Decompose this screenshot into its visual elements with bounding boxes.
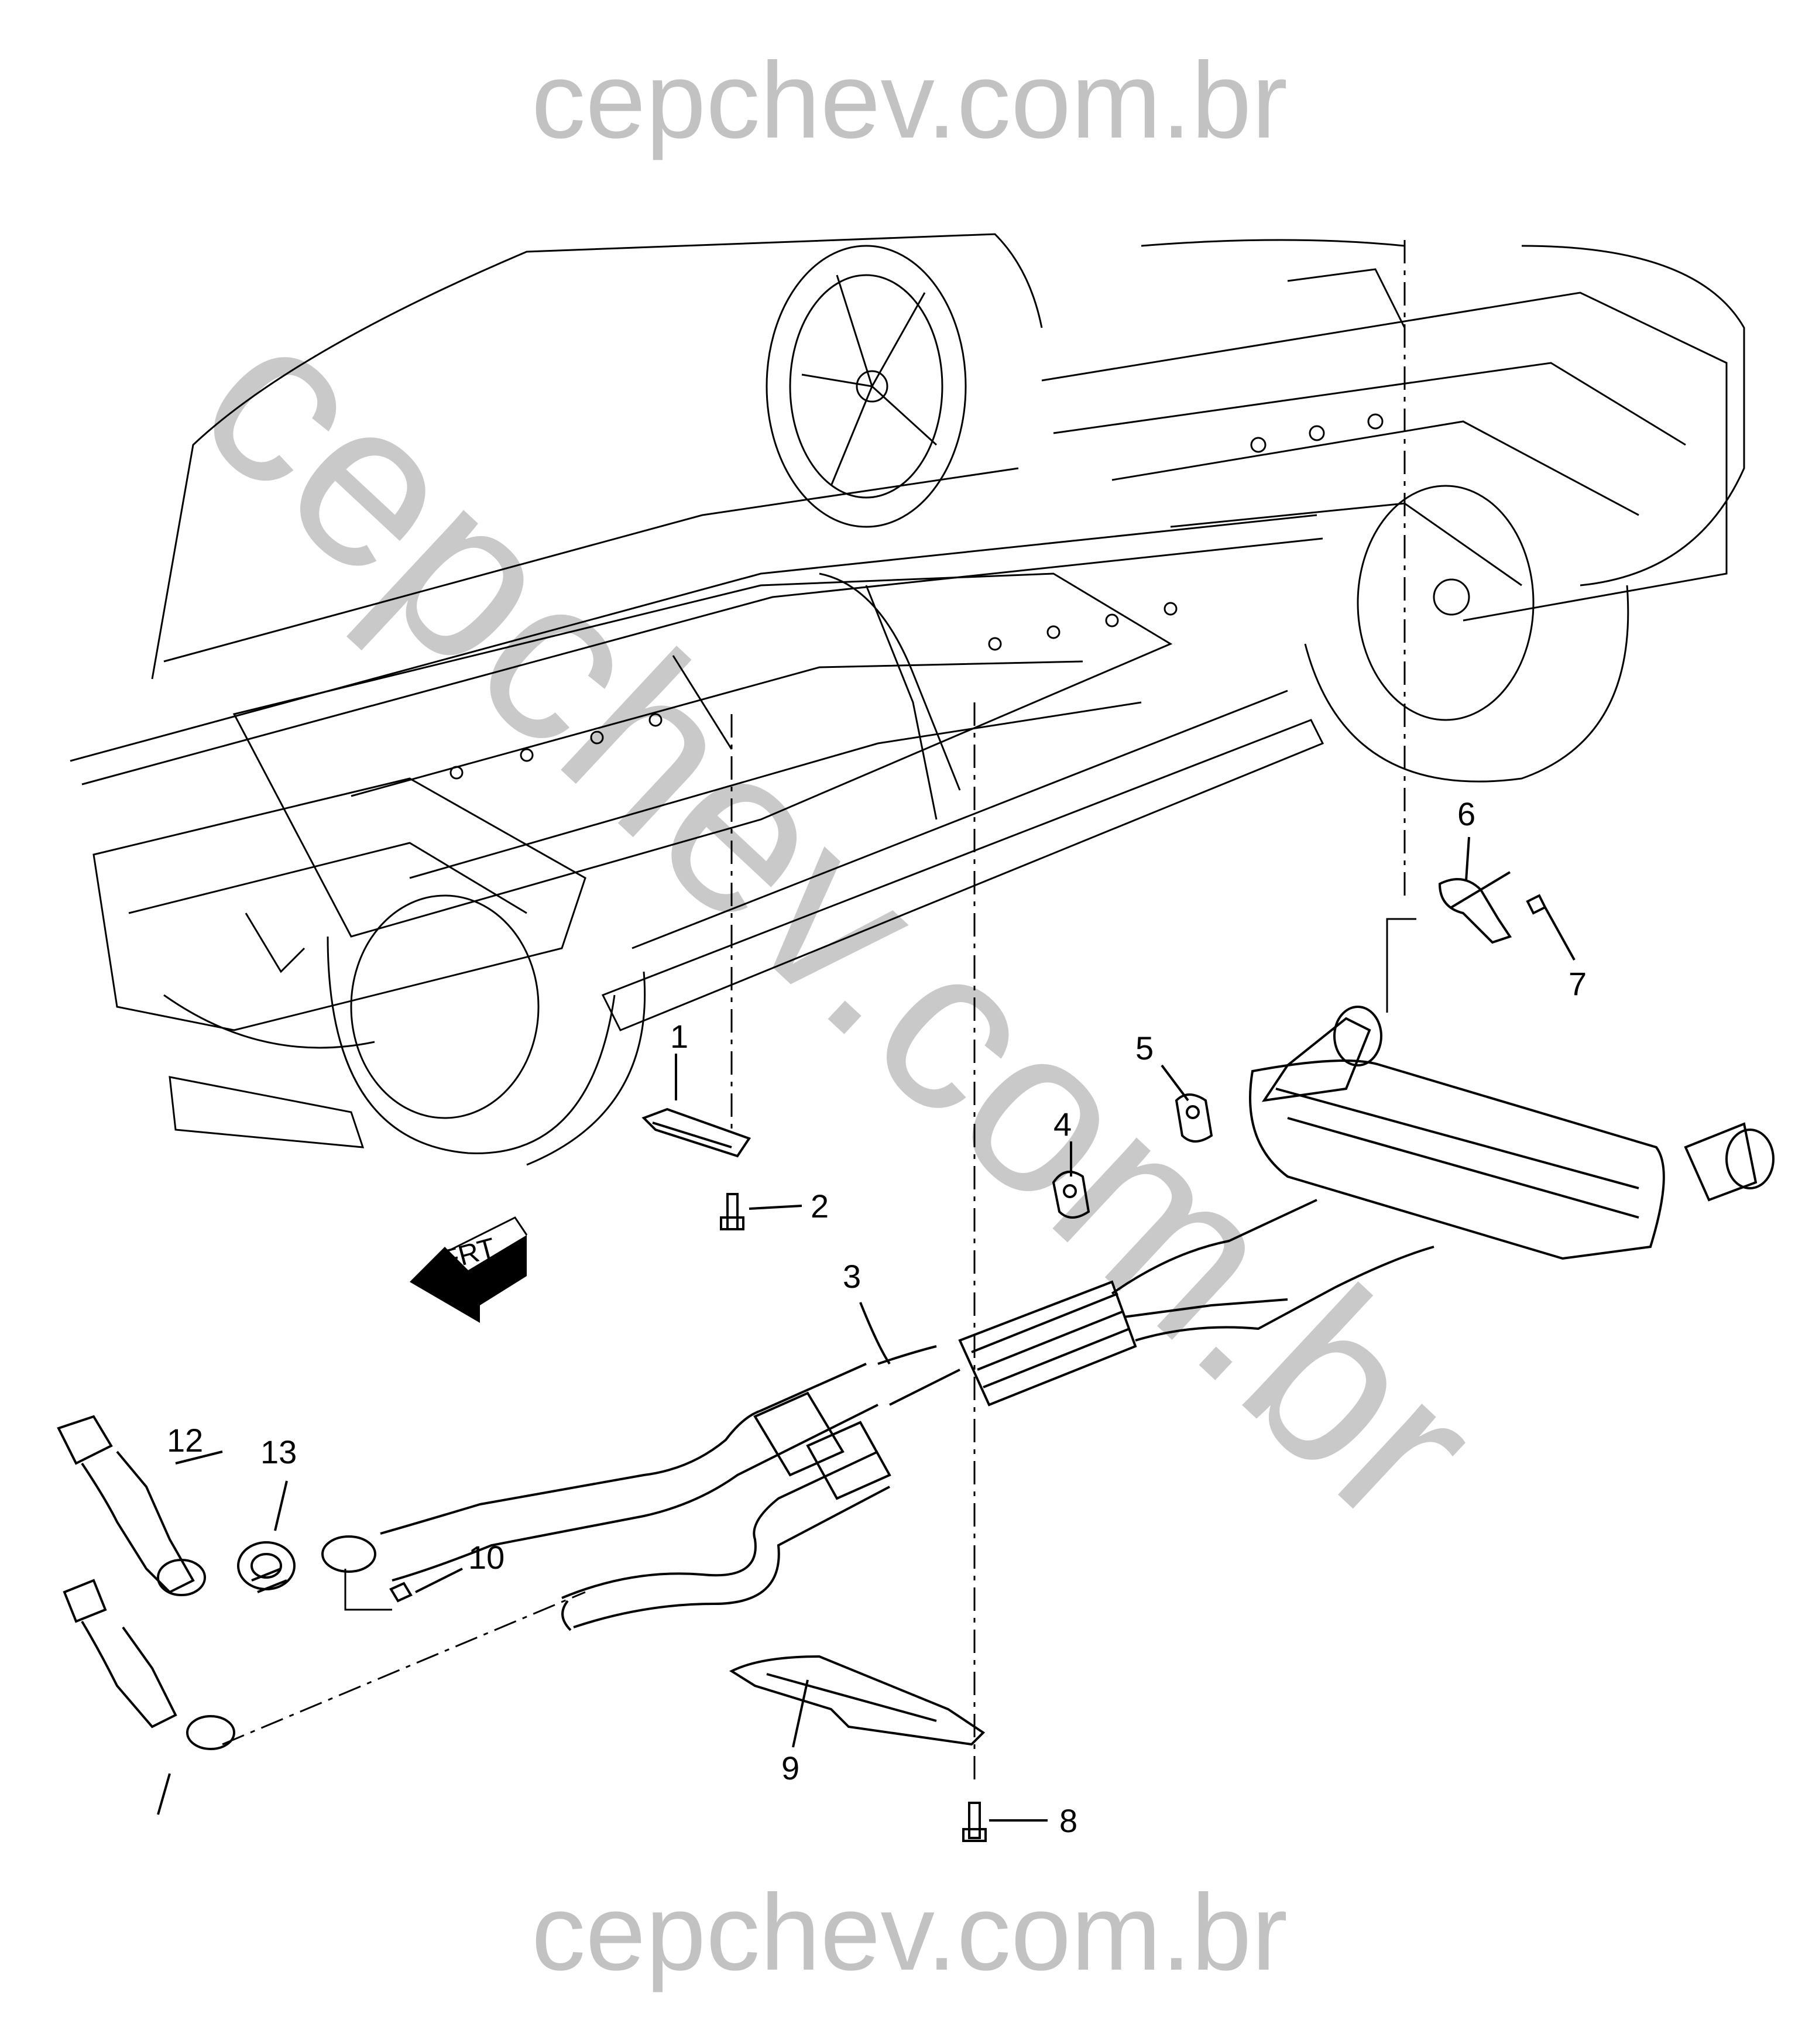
wheel-front	[327, 894, 646, 1166]
part-3-exhaust-pipe	[251, 1199, 1434, 1631]
part-1-heat-shield	[641, 1107, 751, 1158]
callout-10: 10	[468, 1539, 504, 1576]
part-6-insulator	[1438, 871, 1512, 944]
callout-2: 2	[811, 1188, 829, 1225]
wheel-rear-left	[766, 245, 967, 528]
part-13-gasket	[237, 1541, 296, 1590]
watermark-bottom: cepchev.com.br	[531, 1872, 1288, 1993]
part-9-heat-shield	[729, 1655, 986, 1746]
part-12-catalytic-converter	[57, 1415, 235, 1815]
part-7-nut	[1526, 894, 1547, 915]
part-2-bolt	[720, 1193, 744, 1230]
watermark-top: cepchev.com.br	[531, 40, 1288, 161]
callout-1: 1	[670, 1018, 688, 1055]
callout-5: 5	[1135, 1030, 1154, 1066]
callout-9: 9	[781, 1750, 799, 1786]
callout-13: 13	[260, 1433, 297, 1470]
callout-3: 3	[843, 1258, 861, 1295]
bracket-lines-10	[344, 1569, 392, 1611]
callout-7: 7	[1569, 965, 1587, 1002]
callout-12: 12	[167, 1422, 203, 1459]
part-8-bolt	[962, 1802, 987, 1842]
part-4-hanger	[1052, 1171, 1090, 1219]
front-direction-indicator: FRT	[410, 1216, 528, 1323]
callout-4: 4	[1053, 1106, 1072, 1143]
vehicle-underbody	[70, 233, 1745, 1148]
callout-8: 8	[1059, 1802, 1077, 1839]
rear-muffler	[1249, 1006, 1775, 1260]
callouts: 1 2 3 4 5 6 7 8 9 10 12 13	[167, 795, 1587, 1839]
alignment-lines	[222, 240, 1406, 1785]
part-10-nut	[389, 1582, 413, 1603]
bracket-lines-6-7	[1386, 918, 1416, 1013]
leader-lines	[175, 836, 1576, 1822]
wheel-rear-right	[1304, 485, 1629, 783]
callout-6: 6	[1457, 795, 1475, 832]
